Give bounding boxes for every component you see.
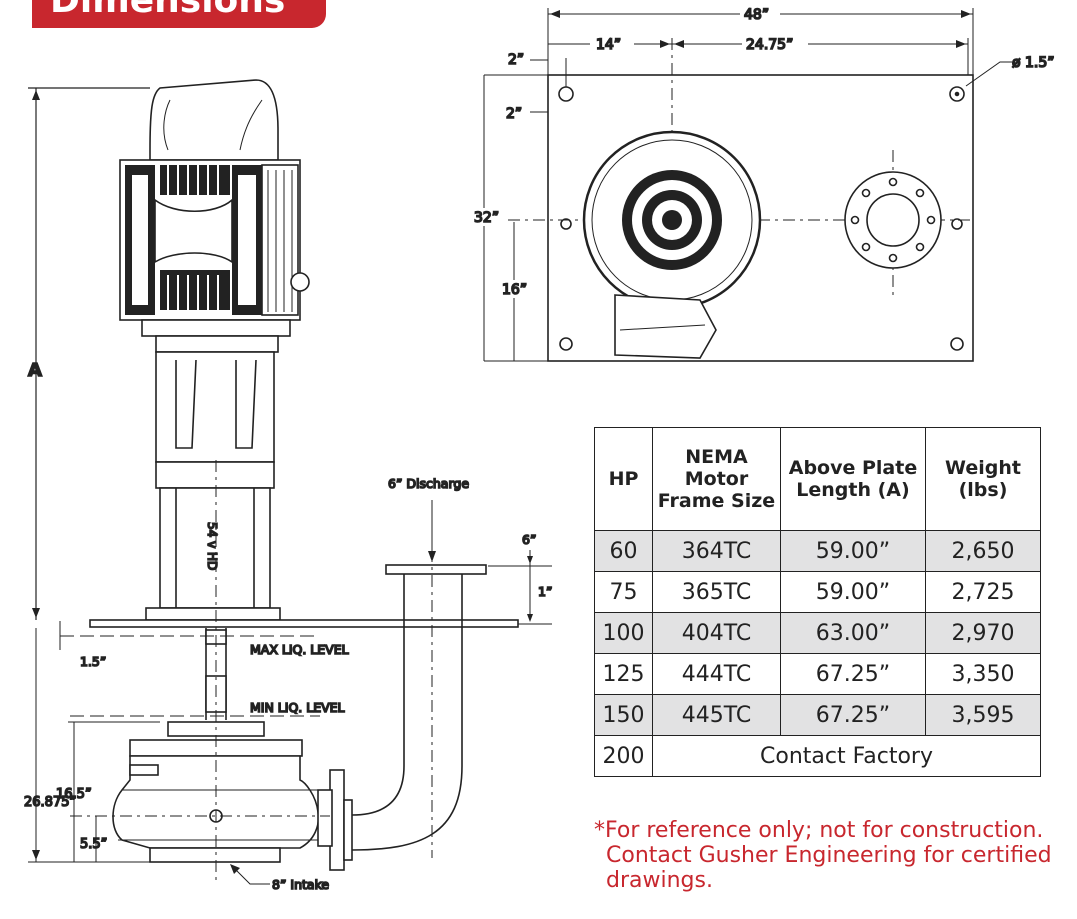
cell-contact-factory: Contact Factory	[652, 735, 1041, 777]
shaft-label: 54 v HD	[205, 522, 219, 570]
table-row: 125 444TC 67.25” 3,350	[594, 653, 1041, 695]
cell-hp: 125	[594, 653, 653, 695]
junction-box	[614, 294, 717, 359]
mount-hole	[950, 337, 964, 351]
spec-table: HP NEMA Motor Frame Size Above Plate Len…	[594, 427, 1041, 777]
table-row: 60 364TC 59.00” 2,650	[594, 530, 1041, 572]
flange-offset: 1”	[538, 584, 552, 599]
hole-diameter: ø 1.5”	[1012, 55, 1055, 71]
title-banner: Dimensions	[32, 0, 326, 28]
max-liq-label: MAX LIQ. LEVEL	[250, 642, 349, 657]
dim-edge-x: 2”	[508, 52, 524, 68]
cell-weight: 3,595	[925, 694, 1041, 736]
dim-width: 48”	[744, 7, 769, 23]
depth-low: 5.5”	[80, 837, 107, 852]
side-view: A	[23, 79, 553, 893]
discharge-label: 6” Discharge	[388, 476, 469, 491]
dim-height: 32”	[474, 210, 499, 226]
cell-hp: 150	[594, 694, 653, 736]
cell-weight: 2,650	[925, 530, 1041, 572]
cell-length: 67.25”	[780, 653, 926, 695]
cell-frame: 444TC	[652, 653, 781, 695]
flange-height: 6”	[522, 532, 536, 547]
footnote: *For reference only; not for constructio…	[594, 818, 1052, 893]
cell-frame: 404TC	[652, 612, 781, 654]
page-title: Dimensions	[50, 0, 286, 21]
top-view: 48” 14” 24.75” 2” 2” ø 1.5” 32”	[472, 4, 1055, 362]
col-header-frame: NEMA Motor Frame Size	[652, 427, 781, 531]
col-header-weight: Weight (lbs)	[925, 427, 1041, 531]
max-liq-dim: 1.5”	[80, 654, 106, 669]
mount-hole	[558, 86, 574, 102]
dim-offset-right: 24.75”	[746, 37, 793, 53]
dim-half-height: 16”	[502, 282, 527, 298]
cell-frame: 365TC	[652, 571, 781, 613]
cell-hp: 60	[594, 530, 653, 572]
cell-hp: 100	[594, 612, 653, 654]
cell-hp: 75	[594, 571, 653, 613]
col-header-hp: HP	[594, 427, 653, 531]
motor-cap	[149, 79, 279, 161]
bolt-holes	[850, 177, 936, 263]
cell-frame: 364TC	[652, 530, 781, 572]
cell-weight: 2,970	[925, 612, 1041, 654]
cell-length: 67.25”	[780, 694, 926, 736]
table-row: 150 445TC 67.25” 3,595	[594, 694, 1041, 736]
min-liq-label: MIN LIQ. LEVEL	[250, 700, 345, 715]
cell-frame: 445TC	[652, 694, 781, 736]
intake-label: 8” Intake	[272, 877, 329, 892]
table-row: 200 Contact Factory	[594, 735, 1041, 777]
col-header-length: Above Plate Length (A)	[780, 427, 926, 531]
mount-hole	[559, 337, 573, 351]
cell-hp: 200	[594, 735, 653, 777]
cell-length: 59.00”	[780, 530, 926, 572]
depth-total: 26.875”	[24, 795, 76, 810]
mounting-plate	[89, 619, 519, 628]
cell-length: 59.00”	[780, 571, 926, 613]
table-row: 75 365TC 59.00” 2,725	[594, 571, 1041, 613]
depth-mid: 16.5”	[56, 787, 92, 802]
cell-weight: 3,350	[925, 653, 1041, 695]
table-row: 100 404TC 63.00” 2,970	[594, 612, 1041, 654]
cell-weight: 2,725	[925, 571, 1041, 613]
dim-a-label: A	[28, 360, 42, 381]
cell-length: 63.00”	[780, 612, 926, 654]
dim-edge-y: 2”	[506, 106, 522, 122]
dim-offset-left: 14”	[596, 37, 621, 53]
